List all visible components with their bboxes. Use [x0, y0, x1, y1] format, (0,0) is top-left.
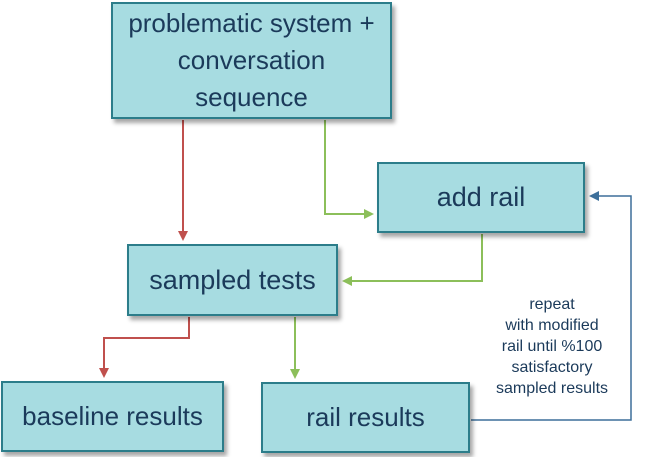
rail-results-label: rail results: [306, 402, 425, 432]
baseline-results-label: baseline results: [22, 401, 203, 431]
add-rail-label: add rail: [436, 182, 526, 212]
loop-note-line3: rail until %100: [501, 338, 603, 355]
arrow-loop-back-to-add-rail: [471, 191, 632, 421]
arrow-sampled-to-baseline: [99, 317, 190, 378]
problematic-system-node[interactable]: problematic system + conversation sequen…: [111, 2, 392, 119]
add-rail-node[interactable]: add rail: [377, 162, 585, 233]
sampled-tests-node[interactable]: sampled tests: [127, 244, 338, 316]
arrow-add-rail-to-sampled: [342, 234, 483, 286]
loop-note-line4: satisfactory: [511, 359, 593, 376]
baseline-results-node[interactable]: baseline results: [1, 381, 224, 452]
problematic-system-label-line3: sequence: [195, 82, 308, 112]
sampled-tests-label: sampled tests: [149, 264, 316, 295]
problematic-system-label-line1: problematic system +: [128, 8, 375, 38]
loop-note: repeat with modified rail until %100 sat…: [472, 294, 632, 399]
problematic-system-label-line2: conversation: [177, 45, 326, 75]
loop-note-line1: repeat: [529, 296, 575, 313]
loop-note-line5: sampled results: [495, 380, 609, 397]
problematic-system-label: problematic system + conversation sequen…: [128, 5, 374, 116]
rail-results-node[interactable]: rail results: [261, 382, 470, 453]
arrow-problem-to-add-rail: [324, 120, 374, 219]
loop-note-line2: with modified: [505, 317, 599, 334]
